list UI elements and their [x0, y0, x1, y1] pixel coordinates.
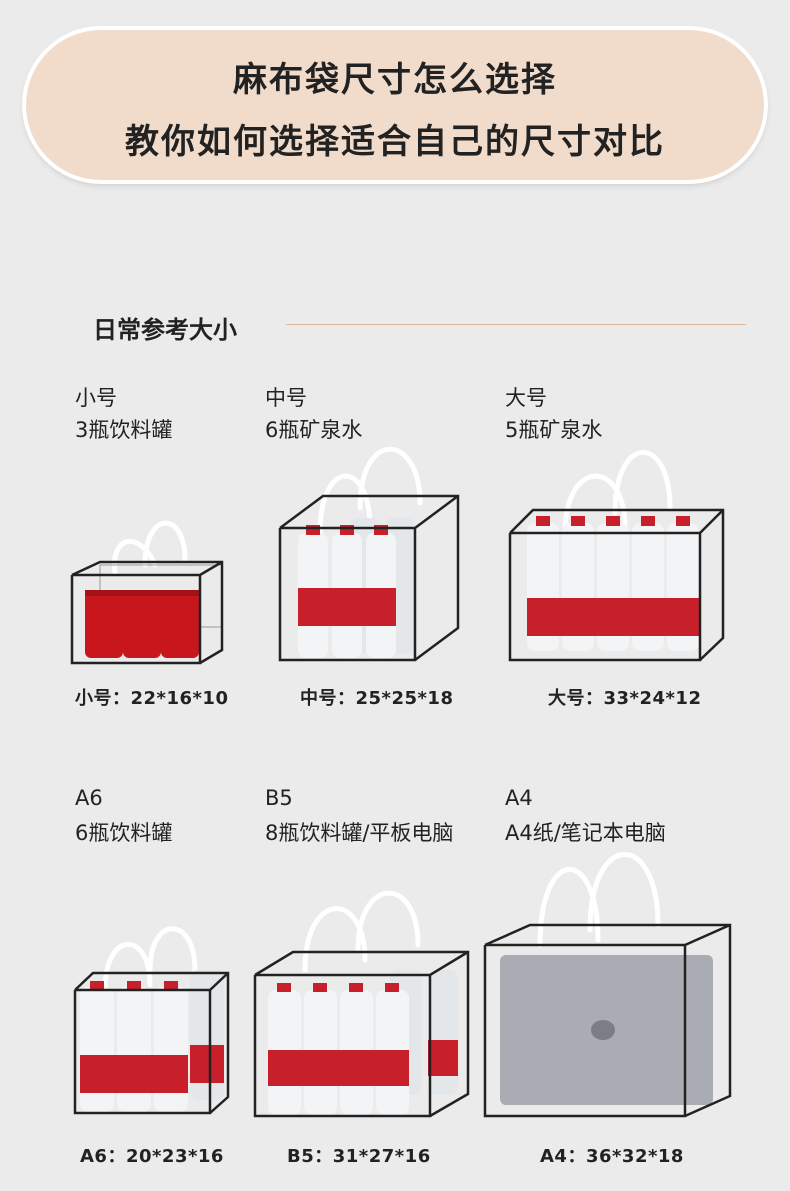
- water-bottle-icons: [268, 970, 458, 1115]
- header-banner: 麻布袋尺寸怎么选择 教你如何选择适合自己的尺寸对比: [26, 30, 764, 180]
- laptop-icon: [500, 955, 713, 1105]
- size-name-b5: B5: [265, 786, 293, 810]
- size-desc-b5: 8瓶饮料罐/平板电脑: [265, 821, 454, 845]
- size-desc-medium: 6瓶矿泉水: [265, 418, 363, 442]
- water-bottle-icons: [80, 970, 224, 1112]
- water-bottle-icons: [527, 516, 699, 651]
- dims-large: 大号：33*24*12: [548, 688, 702, 709]
- dims-a4: A4：36*32*18: [540, 1146, 684, 1167]
- size-desc-a6: 6瓶饮料罐: [75, 821, 173, 845]
- header-title: 麻布袋尺寸怎么选择: [233, 60, 557, 100]
- small-bag-illustration: [70, 520, 224, 665]
- size-desc-small: 3瓶饮料罐: [75, 418, 173, 442]
- b5-bag-illustration: [253, 890, 470, 1118]
- header-subtitle: 教你如何选择适合自己的尺寸对比: [125, 122, 665, 162]
- size-desc-large: 5瓶矿泉水: [505, 418, 603, 442]
- a4-bag-illustration: [483, 852, 732, 1118]
- large-bag-illustration: [508, 450, 725, 662]
- section-title: 日常参考大小: [93, 316, 237, 344]
- dims-b5: B5：31*27*16: [287, 1146, 431, 1167]
- dims-medium: 中号：25*25*18: [300, 688, 454, 709]
- dims-small: 小号：22*16*10: [75, 688, 229, 709]
- size-desc-a4: A4纸/笔记本电脑: [505, 821, 666, 845]
- section-divider: [286, 324, 746, 325]
- drink-can-icons: [85, 590, 199, 658]
- a6-bag-illustration: [73, 926, 230, 1115]
- size-name-large: 大号: [505, 386, 547, 410]
- medium-bag-illustration: [278, 446, 460, 662]
- size-name-a6: A6: [75, 786, 103, 810]
- size-name-medium: 中号: [265, 386, 307, 410]
- dims-a6: A6：20*23*16: [80, 1146, 224, 1167]
- size-name-a4: A4: [505, 786, 533, 810]
- water-bottle-icons: [298, 518, 415, 658]
- size-name-small: 小号: [75, 386, 117, 410]
